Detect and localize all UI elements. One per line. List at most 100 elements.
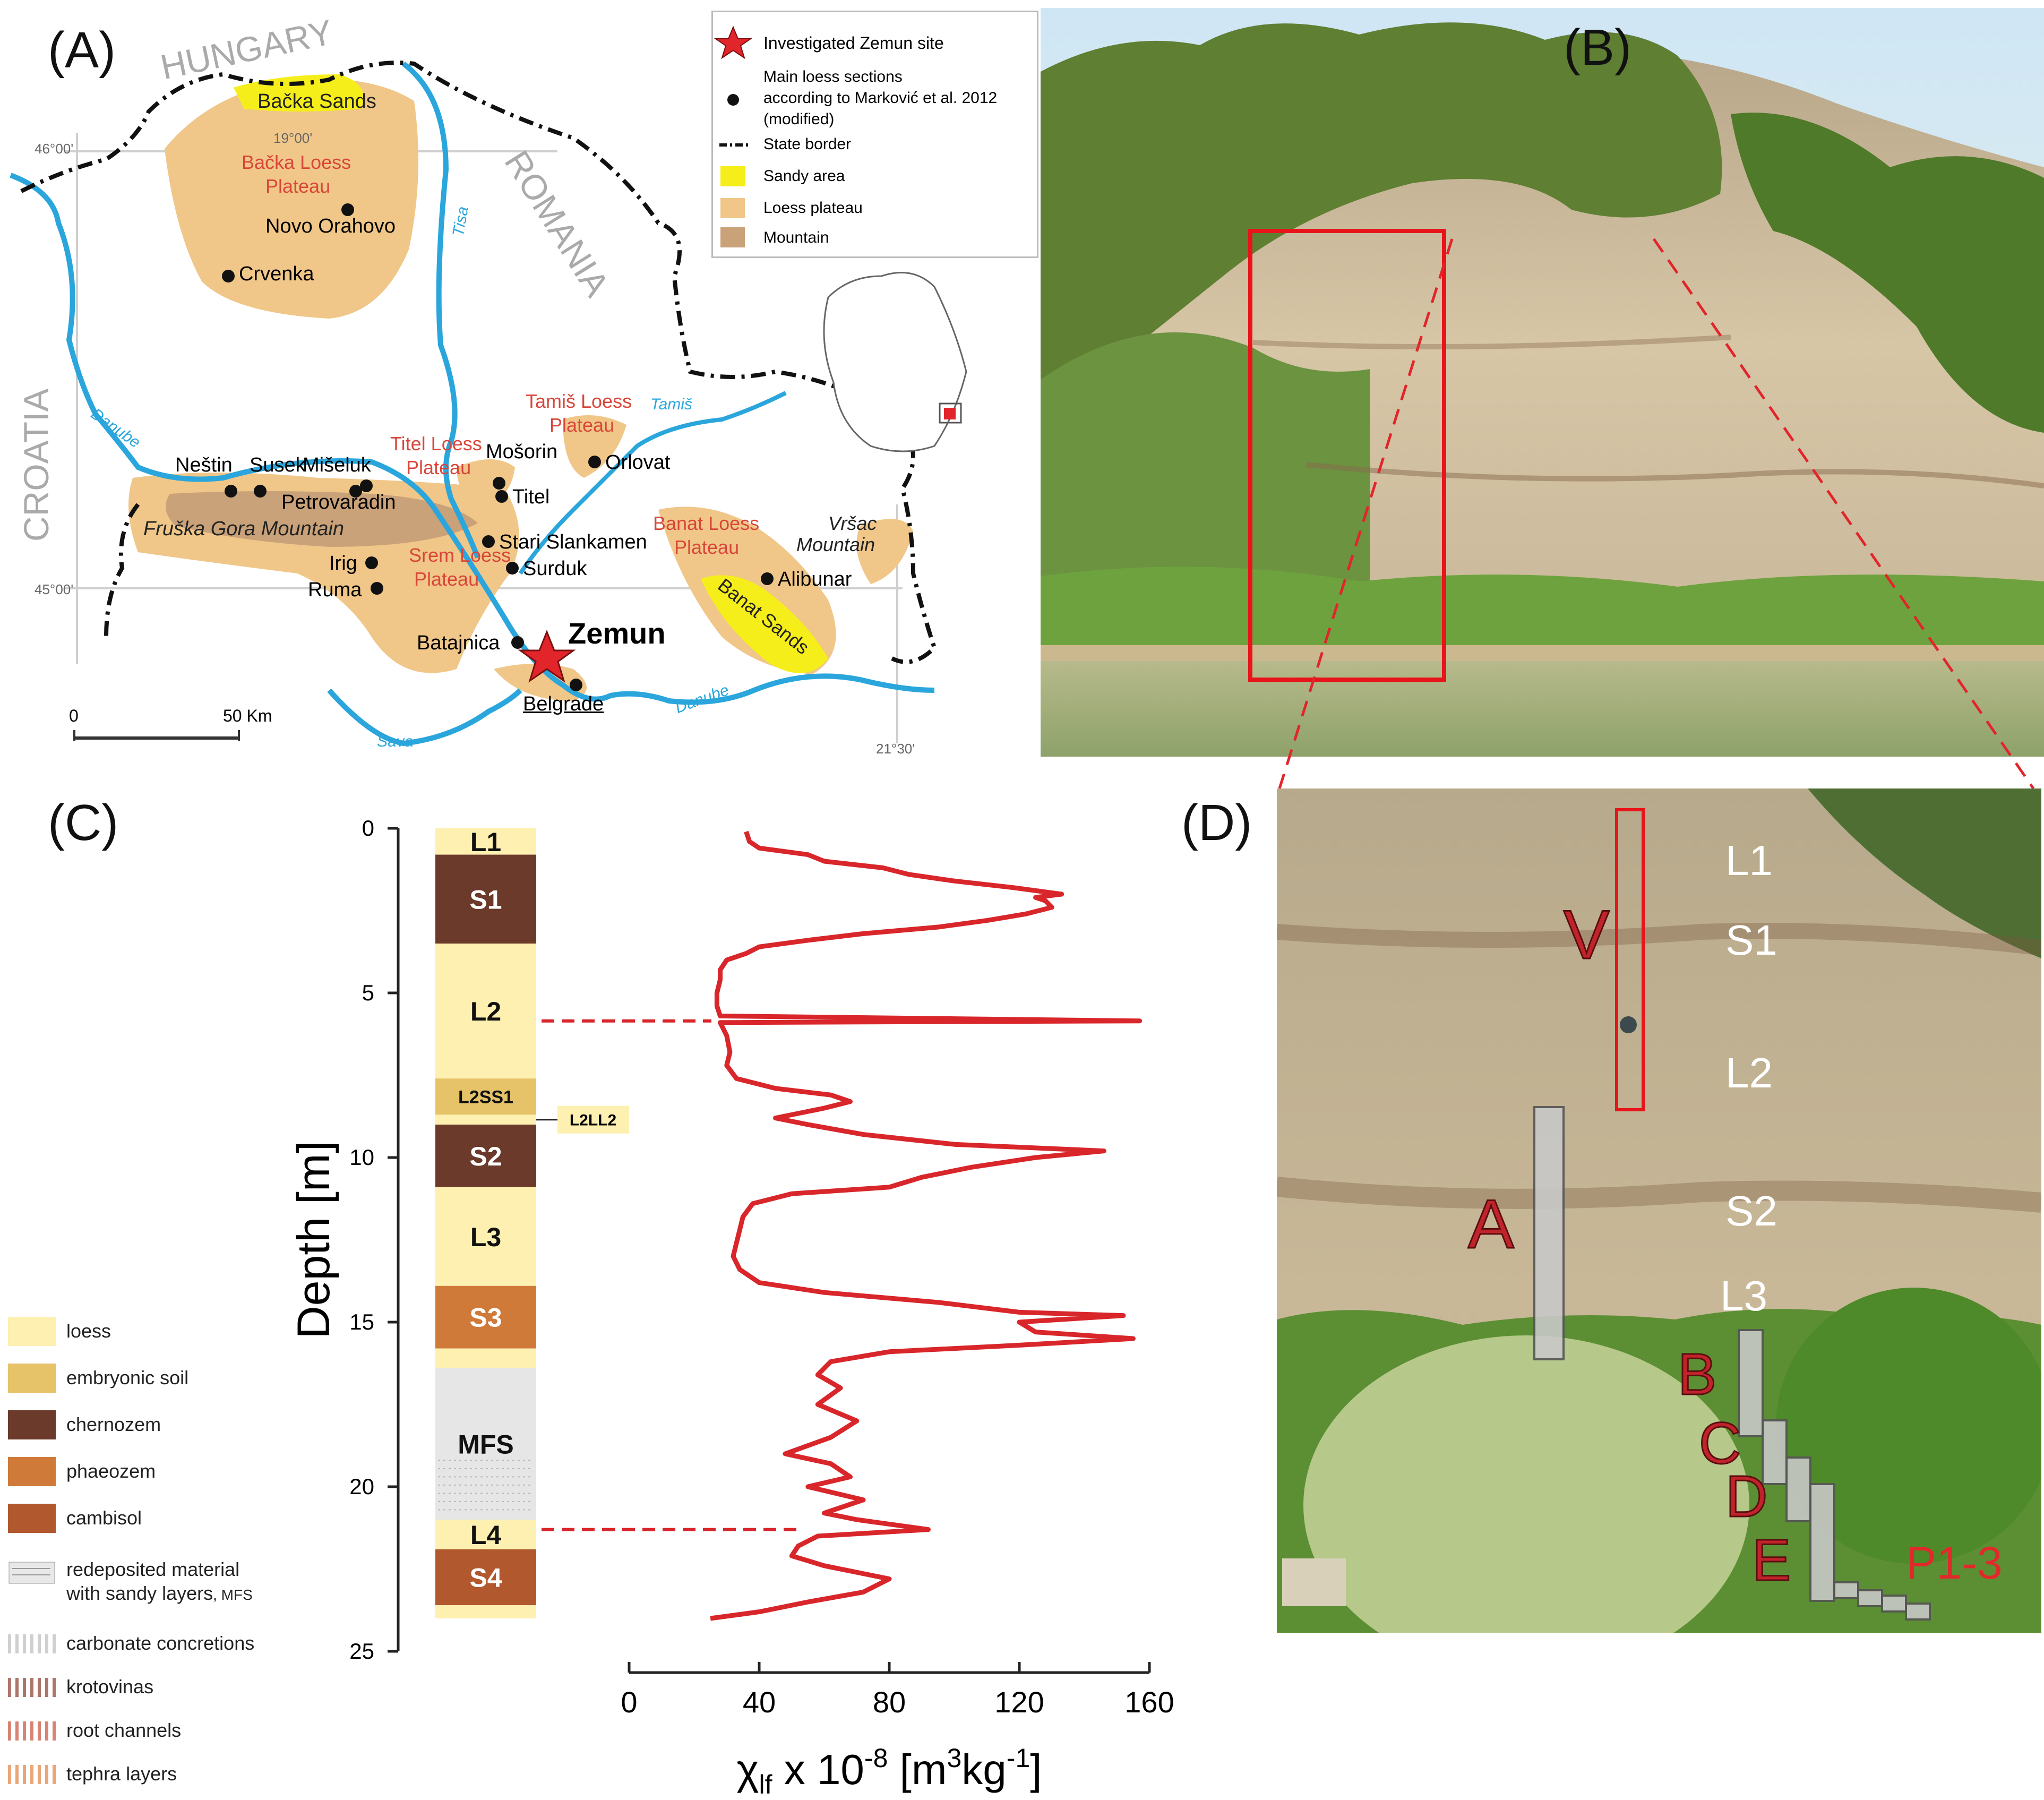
legend-symbol-swatch <box>8 1678 56 1697</box>
legend-swatch <box>8 1364 56 1393</box>
susceptibility-line <box>710 830 1143 1621</box>
site-batajnica: Batajnica <box>417 632 500 654</box>
legend-sections-1: Main loess sections <box>763 68 903 85</box>
section-p1-3: P1-3 <box>1906 1538 2003 1589</box>
profile-unit <box>435 828 536 855</box>
profile-unit-label: L1 <box>470 827 501 857</box>
legend-redeposited-2: with sandy layers, MFS <box>66 1582 253 1605</box>
site-alibunar: Alibunar <box>778 568 852 590</box>
site-stari-slankamen: Stari Slankamen <box>499 531 647 553</box>
legend-mfs-abbr: , MFS <box>213 1587 253 1603</box>
site-surduk: Surduk <box>523 558 587 580</box>
callout-label: L2LL2 <box>570 1112 616 1129</box>
legend-symbol-label: krotovinas <box>66 1676 154 1698</box>
europe-inset <box>823 271 967 452</box>
section-b: B <box>1677 1341 1717 1408</box>
profile-unit <box>435 1187 536 1286</box>
profile-unit-label: L3 <box>470 1222 501 1252</box>
profile-unit-label: S1 <box>469 885 502 914</box>
legend-symbol-swatch <box>8 1634 56 1653</box>
site-miseluk: Mišeluk <box>303 454 371 476</box>
panel-d-label: (D) <box>1181 794 1252 851</box>
legend-swatch <box>8 1317 56 1346</box>
site-mosorin: Mošorin <box>486 441 558 463</box>
region-backa-sands: Bačka Sands <box>257 90 376 113</box>
legend-mountain: Mountain <box>763 229 829 246</box>
site-belgrade: Belgrade <box>523 693 604 715</box>
region-tamis-loess-2: Plateau <box>549 414 615 436</box>
legend-symbol-label: carbonate concretions <box>66 1632 255 1654</box>
site-petrovaradin: Petrovaradin <box>281 491 396 513</box>
photo-d-unit-l2: L2 <box>1725 1049 1773 1096</box>
profile-unit-label: L2SS1 <box>458 1087 513 1107</box>
map-legend: Investigated Zemun site Main loess secti… <box>711 11 1038 258</box>
legend-dot-icon <box>727 94 739 106</box>
site-titel: Titel <box>512 486 550 508</box>
legend-redeposited: redeposited material <box>66 1558 240 1580</box>
coord-lon1: 19°00' <box>273 130 313 146</box>
profile-unit <box>435 1520 536 1549</box>
region-srem-loess-1: Srem Loess <box>409 544 511 566</box>
profile-unit <box>435 1285 536 1349</box>
profile-unit <box>435 854 536 944</box>
region-backa-loess-2: Plateau <box>265 175 331 197</box>
region-vrsac-2: Mountain <box>796 534 875 555</box>
profile-unit <box>435 1368 536 1520</box>
legend-loess: Loess plateau <box>763 199 863 217</box>
panel-a-label: (A) <box>48 22 116 79</box>
x-axis-title: χlf x 10-8 [m3kg-1] <box>736 1743 1042 1797</box>
photo-b-svg <box>1041 8 2044 757</box>
section-d: D <box>1724 1463 1768 1530</box>
panel-c-label: (C) <box>48 794 119 851</box>
profile-unit-label: S4 <box>469 1563 502 1593</box>
depth-tick-label: 5 <box>362 980 374 1005</box>
profile-unit <box>435 1348 536 1368</box>
profile-unit-label: S3 <box>469 1303 502 1333</box>
site-novo-orahovo: Novo Orahovo <box>265 215 396 237</box>
legend-label: chernozem <box>66 1413 161 1435</box>
legend-swatch <box>8 1457 56 1486</box>
legend-label: phaeozem <box>66 1460 156 1482</box>
depth-tick-label: 15 <box>349 1309 374 1334</box>
legend-symbol-label: tephra layers <box>66 1763 177 1785</box>
legend-label: embryonic soil <box>66 1367 189 1388</box>
profile-unit <box>435 944 536 1079</box>
legend-sections-2: according to Marković et al. 2012 <box>763 89 998 107</box>
panel-d-photo: L1 S1 L2 S2 L3 V A B C D E P1-3 <box>1277 788 2041 1633</box>
depth-tick-label: 25 <box>349 1639 374 1664</box>
site-ruma: Ruma <box>308 579 362 601</box>
coord-lat1: 46°00' <box>35 141 74 157</box>
legend-swatch <box>8 1410 56 1439</box>
legend-label: loess <box>66 1320 111 1342</box>
section-a: A <box>1467 1185 1515 1264</box>
profile-unit-label: S2 <box>469 1142 502 1171</box>
panel-b-label: (B) <box>1564 19 1631 76</box>
profile-unit <box>435 1125 536 1187</box>
profile-unit <box>435 1549 536 1606</box>
photo-d-unit-s1: S1 <box>1725 916 1777 964</box>
x-tick-label: 40 <box>743 1685 776 1719</box>
depth-tick-label: 20 <box>349 1474 374 1499</box>
profile-unit <box>435 1605 536 1618</box>
region-vrsac-1: Vršac <box>828 512 877 534</box>
site-nestin: Neštin <box>175 454 233 476</box>
x-tick-label: 160 <box>1124 1685 1174 1719</box>
legend-star-icon <box>714 25 753 59</box>
region-tamis-loess-1: Tamiš Loess <box>526 390 632 412</box>
legend-swatch <box>8 1504 56 1533</box>
panel-a-map: (A) <box>0 0 1041 770</box>
region-backa-loess-1: Bačka Loess <box>242 151 351 173</box>
site-crvenka: Crvenka <box>239 263 314 285</box>
region-fruska-gora: Fruška Gora Mountain <box>143 518 345 540</box>
legend-redeposited-text: with sandy layers <box>66 1582 213 1604</box>
callout-box <box>557 1105 629 1134</box>
river-tamis: Tamiš <box>650 396 692 413</box>
photo-d-unit-l3: L3 <box>1720 1272 1767 1319</box>
profile-unit-label: L4 <box>470 1520 502 1550</box>
section-c: C <box>1698 1410 1741 1477</box>
scale-zero: 0 <box>69 706 79 725</box>
legend-symbol-label: root channels <box>66 1719 182 1741</box>
